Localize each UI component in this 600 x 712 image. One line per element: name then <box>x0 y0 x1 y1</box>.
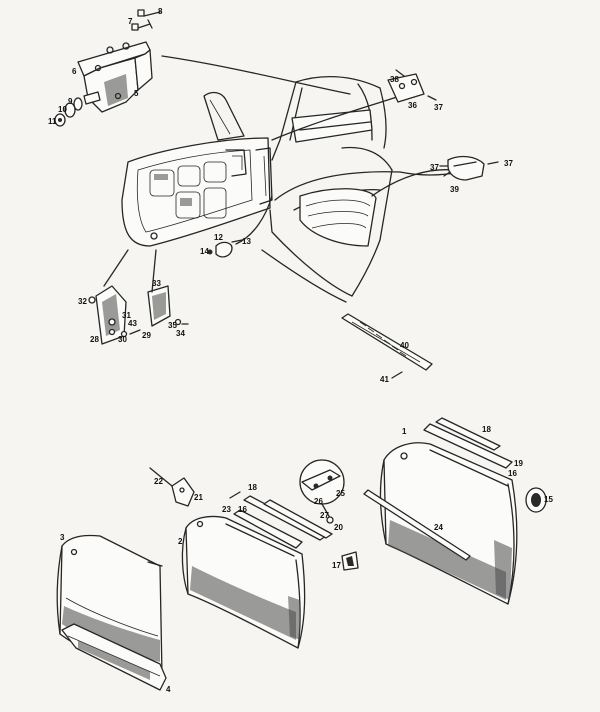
callout-43: 43 <box>128 319 137 328</box>
callout-28: 28 <box>90 335 99 344</box>
callout-1: 1 <box>402 427 407 436</box>
door-sill-4 <box>61 623 167 691</box>
callout-9: 9 <box>68 97 73 106</box>
callout-41: 41 <box>380 375 389 384</box>
callout-5: 5 <box>134 89 139 98</box>
sill-plate-40 <box>341 313 433 379</box>
callout-15: 15 <box>544 495 553 504</box>
callout-16-lower: 16 <box>238 505 247 514</box>
callout-40: 40 <box>400 341 409 350</box>
stay-cable-upper <box>271 69 437 141</box>
grommet-15 <box>525 487 547 513</box>
callout-36: 36 <box>408 101 417 110</box>
callout-18-upper: 18 <box>482 425 491 434</box>
door-skin-1 <box>379 442 518 605</box>
callout-18-lower: 18 <box>248 483 257 492</box>
callout-2: 2 <box>178 537 183 546</box>
window-channel-18 <box>423 417 513 469</box>
callout-20: 20 <box>334 523 343 532</box>
callout-33: 33 <box>152 279 161 288</box>
lock-bracket-28 <box>88 249 129 345</box>
clip-17 <box>341 551 359 571</box>
screws-29-35 <box>120 318 189 338</box>
callout-37-c: 37 <box>504 159 513 168</box>
hinge-plate-21 <box>149 467 195 507</box>
callout-32: 32 <box>78 297 87 306</box>
callout-3: 3 <box>60 533 65 542</box>
callout-27: 27 <box>320 511 329 520</box>
callout-17: 17 <box>332 561 341 570</box>
callout-23: 23 <box>222 505 231 514</box>
callout-39: 39 <box>450 185 459 194</box>
seal-strip-24 <box>363 489 471 561</box>
callout-8: 8 <box>158 7 163 16</box>
callout-34: 34 <box>176 329 185 338</box>
callout-29: 29 <box>142 331 151 340</box>
striker-plate-33 <box>147 249 171 327</box>
callout-25: 25 <box>336 489 345 498</box>
callout-4: 4 <box>166 685 171 694</box>
callout-14: 14 <box>200 247 209 256</box>
callout-30: 30 <box>118 335 127 344</box>
callout-37-b: 37 <box>430 163 439 172</box>
callout-21: 21 <box>194 493 203 502</box>
callout-31: 31 <box>122 311 131 320</box>
callout-26: 26 <box>314 497 323 506</box>
door-skin-2 <box>181 515 306 649</box>
callout-10: 10 <box>58 105 67 114</box>
callout-35: 35 <box>168 321 177 330</box>
door-open-assembly <box>121 91 273 247</box>
callout-24: 24 <box>434 523 443 532</box>
window-channel-23 <box>229 491 333 549</box>
callout-11: 11 <box>48 117 57 126</box>
stay-cable-lower <box>371 155 499 197</box>
callout-12: 12 <box>214 233 223 242</box>
callout-37-a: 37 <box>434 103 443 112</box>
detail-inset <box>299 459 345 524</box>
callout-16-upper: 16 <box>508 469 517 478</box>
callout-7: 7 <box>128 17 133 26</box>
door-check-cable <box>207 195 273 258</box>
callout-19: 19 <box>514 459 523 468</box>
callout-6: 6 <box>72 67 77 76</box>
pivot-stack <box>54 91 101 127</box>
callout-13: 13 <box>242 237 251 246</box>
callout-38: 38 <box>390 75 399 84</box>
callout-22: 22 <box>154 477 163 486</box>
car-body-shell <box>161 55 461 303</box>
callout-labels: 1 2 3 4 5 6 7 8 9 10 11 12 13 14 15 16 1… <box>48 7 553 694</box>
hinge-bolts <box>131 9 161 31</box>
